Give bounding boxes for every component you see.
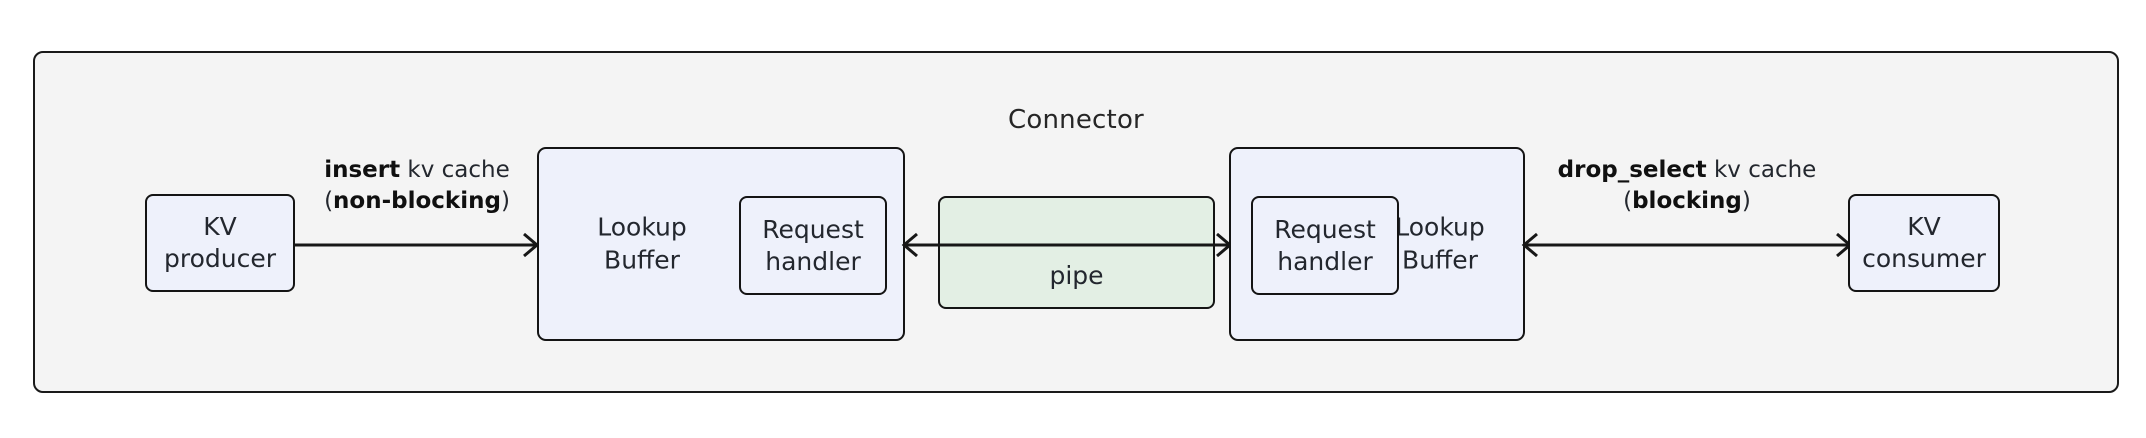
request-handler-right-node: Request handler [1251,196,1399,295]
drop-select-arrow [1521,232,1853,258]
insert-paren-close: ) [500,187,510,214]
request-handler-left-label: Request handler [762,214,864,276]
drop-select-paren-open: ( [1623,187,1633,214]
drop-select-paren-close: ) [1741,187,1751,214]
drop-select-edge-label: drop_select kv cache (blocking) [1512,155,1862,216]
kv-consumer-label: KV consumer [1862,212,1986,273]
lookup-buffer-right-label: Lookup Buffer [1395,212,1485,275]
drop-select-object-text: kv cache [1706,157,1817,183]
drop-select-op-text: drop_select [1557,157,1707,183]
insert-mode-text: non-blocking [333,187,501,214]
insert-object-text: kv cache [400,157,510,183]
kv-consumer-node: KV consumer [1848,194,2000,292]
request-handler-left-node: Request handler [739,196,887,295]
connector-title: Connector [1008,105,1144,135]
drop-select-op: drop_select kv cache [1558,157,1817,183]
pipe-bidirectional-arrow [901,232,1233,258]
kv-producer-label: KV producer [163,212,276,273]
insert-edge-label: insert kv cache (non-blocking) [262,155,572,216]
request-handler-right-label: Request handler [1274,214,1376,276]
insert-arrow [294,232,540,258]
drop-select-mode-text: blocking [1632,187,1742,214]
insert-op: insert kv cache [324,157,510,183]
lookup-buffer-left-node: Lookup Buffer Request handler [537,147,905,341]
pipe-node: pipe [938,196,1215,309]
kv-producer-node: KV producer [145,194,295,292]
lookup-buffer-right-node: Lookup Buffer Request handler [1229,147,1525,341]
lookup-buffer-left-label: Lookup Buffer [597,212,687,275]
insert-op-text: insert [324,157,401,183]
pipe-label: pipe [1049,261,1104,290]
insert-paren-open: ( [324,187,334,214]
